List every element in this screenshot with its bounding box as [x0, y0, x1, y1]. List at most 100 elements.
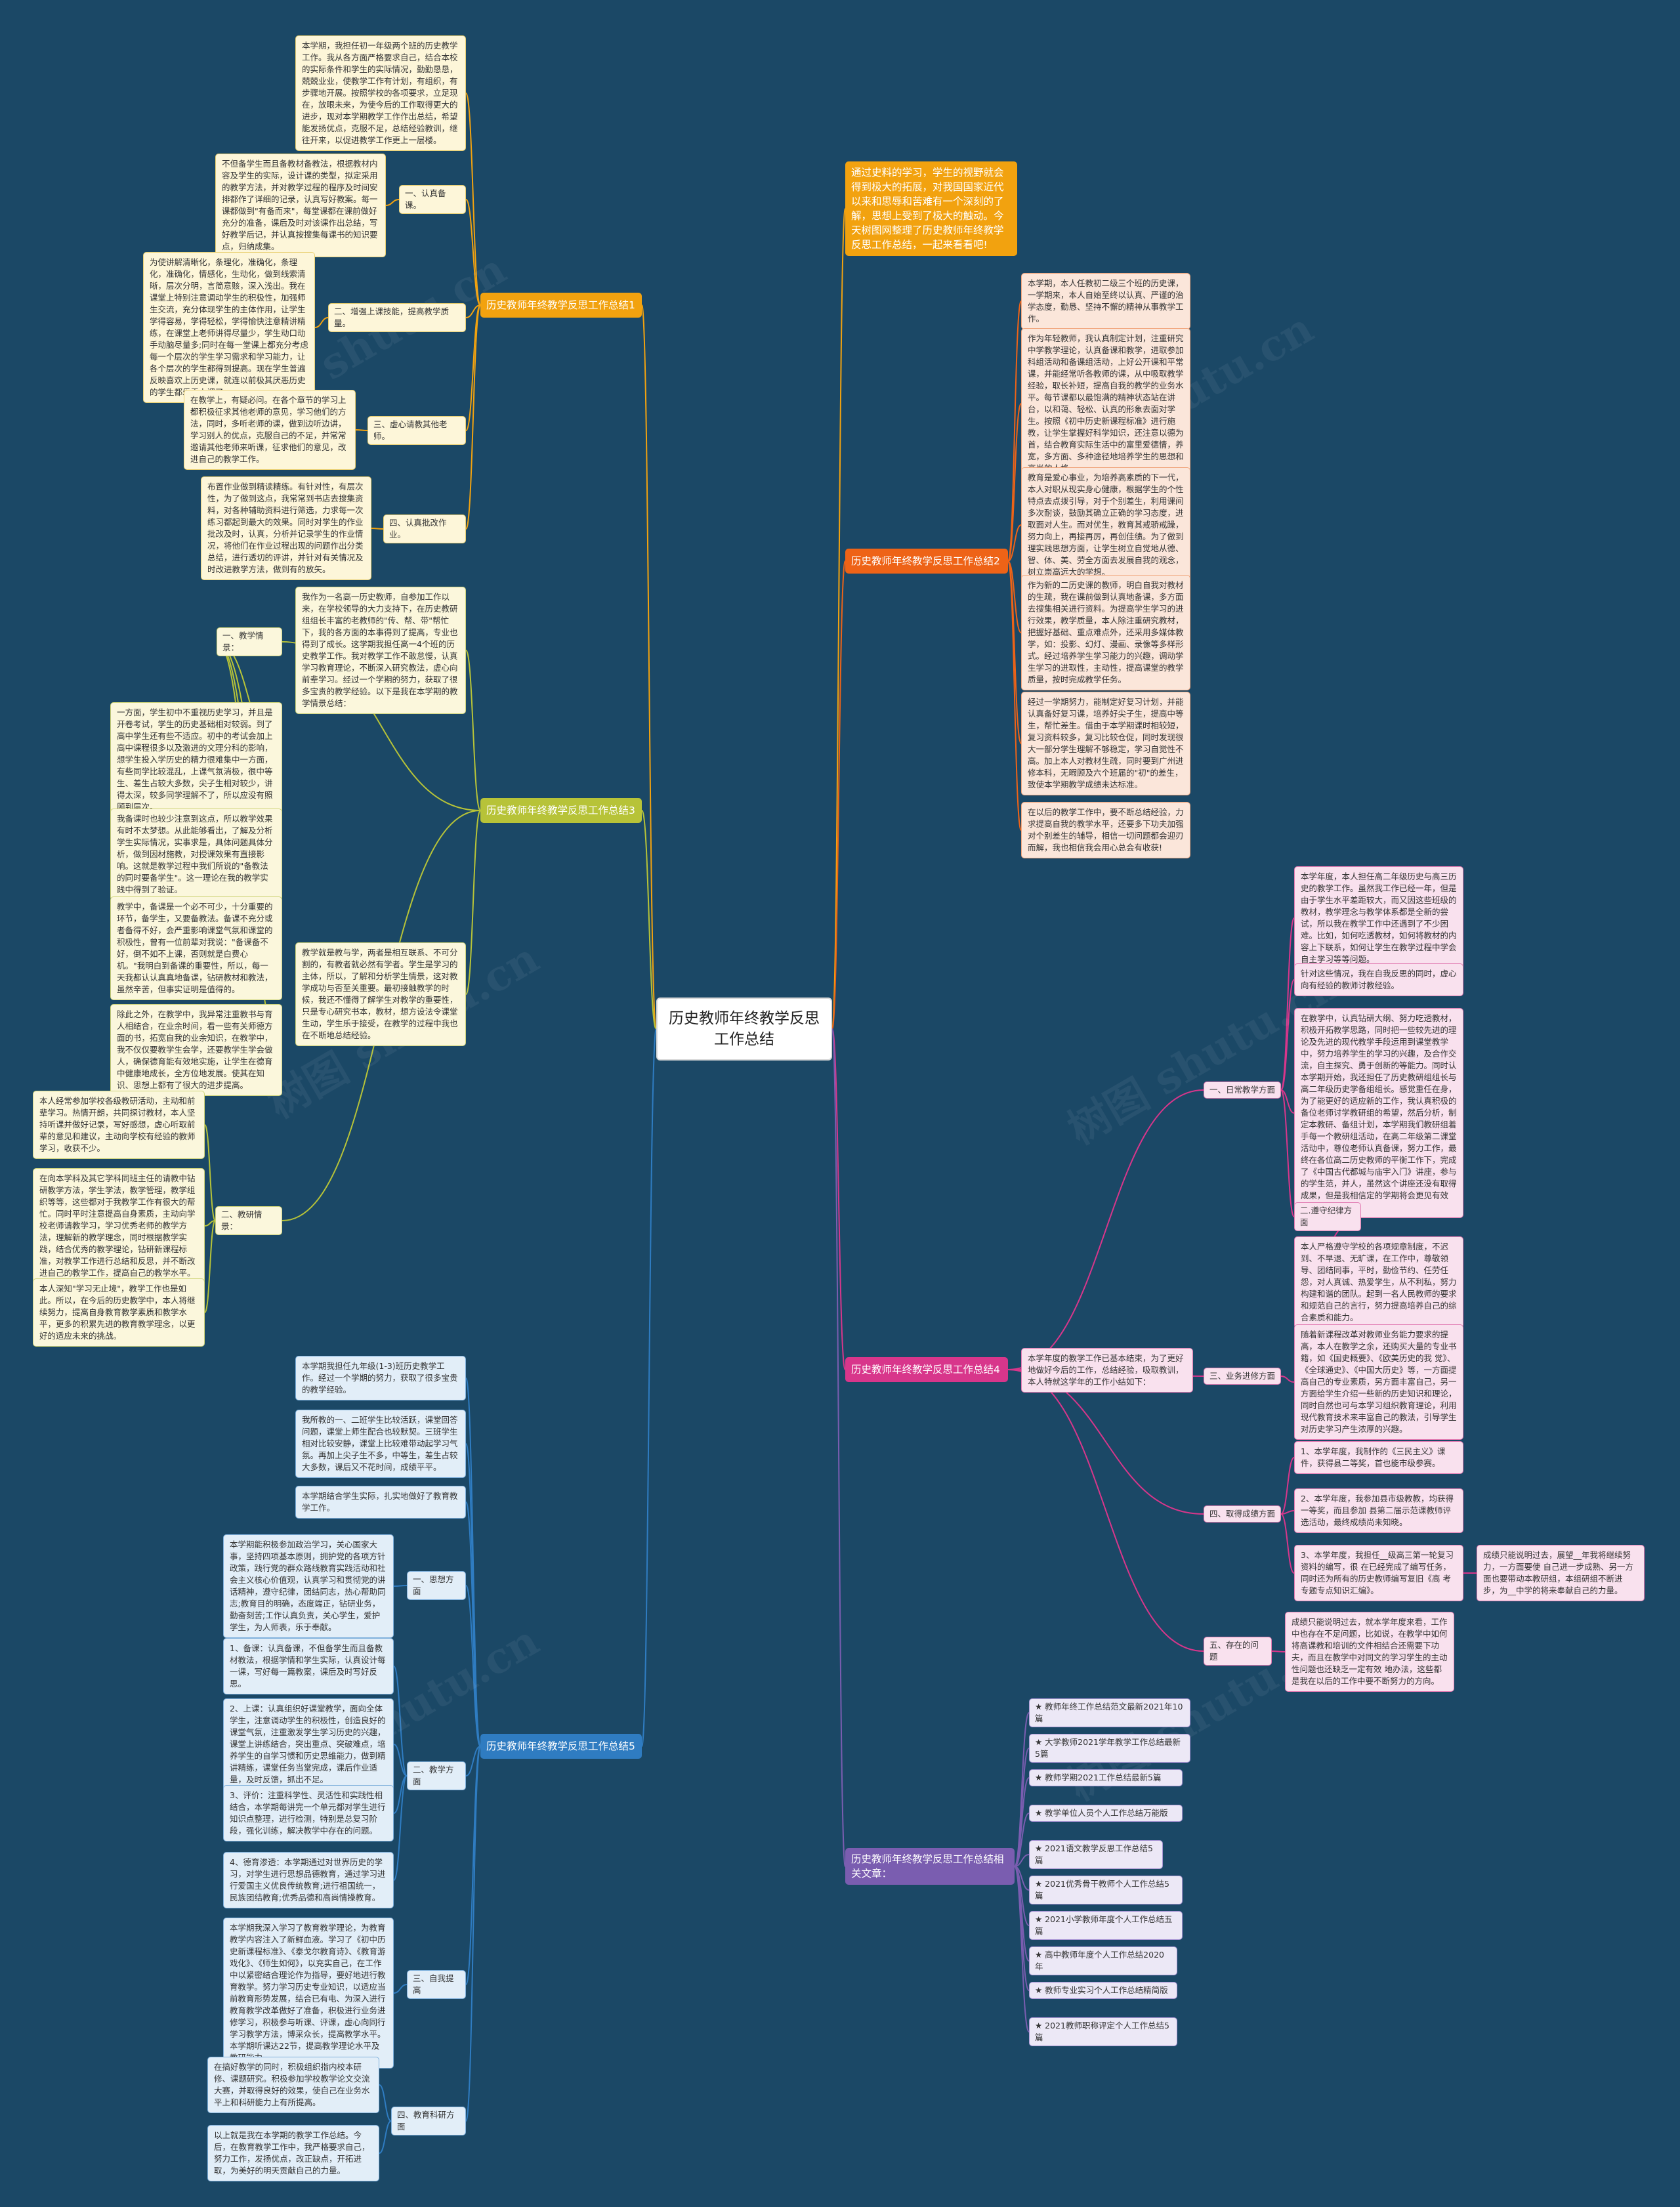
branch1-section-1[interactable]: 一、认真备课。: [399, 185, 466, 214]
connector-line: [641, 305, 657, 1030]
branch4-section-2[interactable]: 二.遵守纪律方面: [1294, 1202, 1361, 1231]
connector-line: [1007, 560, 1022, 831]
connector-line: [393, 1775, 408, 1881]
branch2-para-4: 作为新的二历史课的教师，明白自我对教材的生疏，我在课前做到认真地备课，多方面去搜…: [1021, 575, 1190, 690]
related-article-link[interactable]: ★ 教学单位人员个人工作总结万能版: [1029, 1805, 1183, 1822]
branch-summary-1[interactable]: 历史教师年终教学反思工作总结1: [480, 293, 642, 318]
branch5-thought-text: 本学期能积极参加政治学习，关心国家大事，坚持四项基本原则，拥护党的各项方针政策，…: [223, 1534, 394, 1638]
branch5-section-1[interactable]: 一、思想方面: [407, 1571, 466, 1600]
branch3-research-2: 在向本学科及其它学科同班主任的请教中钻研教学方法，学生学法，教学管理，教学组织等…: [33, 1168, 205, 1284]
related-articles-header[interactable]: 历史教师年终教学反思工作总结相关文章：: [845, 1848, 1015, 1885]
connector-line: [393, 1666, 408, 1776]
connector-line: [1007, 403, 1022, 562]
branch2-para-3: 教育是爱心事业，为培养高素质的下一代，本人对职从现实身心健康，根据学生的个性特点…: [1021, 467, 1190, 583]
branch5-section-4[interactable]: 四、教育科研方面: [391, 2107, 466, 2135]
branch1-intro-text: 本学期，我担任初一年级两个班的历史教学工作。我从各方面严格要求自己，结合本校的实…: [295, 35, 466, 151]
root-topic[interactable]: 历史教师年终教学反思工作总结: [656, 998, 832, 1061]
related-article-link[interactable]: ★ 2021教师职称评定个人工作总结5篇: [1029, 2017, 1177, 2046]
branch1-section-1-text: 不但备学生而且备教材备教法，根据教材内容及学生的实际，设计课的类型，拟定采用的教…: [215, 154, 386, 257]
related-article-link[interactable]: ★ 2021语文教学反思工作总结5篇: [1029, 1840, 1163, 1869]
connector-line: [1007, 560, 1022, 633]
connector-line: [1014, 1866, 1030, 1926]
connector-line: [831, 1028, 846, 1867]
branch5-teaching-2: 2、上课：认真组织好课堂教学，面向全体学生，注意调动学生的积极性，创造良好的课堂…: [223, 1698, 394, 1790]
branch3-para-4: 教学就是教与学，两者是相互联系、不可分割的，有教者就必然有学者。学生是学习的主体…: [295, 942, 466, 1046]
branch1-section-4[interactable]: 四、认真批改作业。: [383, 515, 466, 543]
branch4-study-text: 随着新课程改革对教师业务能力要求的提高，本人在教学之余，还购买大量的专业书籍，如…: [1294, 1324, 1463, 1440]
connector-line: [314, 317, 329, 328]
branch4-daily-1: 本学年度，本人担任高二年级历史与高三历史的教学工作。虽然我工作已经一年，但是由于…: [1294, 866, 1463, 970]
connector-line: [1007, 1089, 1204, 1370]
branch1-section-3-text: 在教学上，有疑必问。在各个章节的学习上都积极征求其他老师的意见，学习他们的方法，…: [184, 390, 356, 470]
branch1-section-2-text: 为使讲解清晰化，条理化，准确化，条理化，准确化，情感化，生动化，做到线索清晰，层…: [143, 252, 315, 403]
branch3-para-2: 我备课时也较少注意到这点，所以教学效果有时不太梦想。从此能够看出，了解及分析学生…: [110, 809, 282, 900]
connector-line: [1280, 1513, 1295, 1574]
related-article-link[interactable]: ★ 教师学期2021工作总结最新5篇: [1029, 1769, 1183, 1786]
related-article-link[interactable]: ★ 教师年终工作总结范文最新2021年10篇: [1029, 1698, 1190, 1727]
connector-line: [831, 208, 846, 1030]
connector-line: [465, 1746, 481, 1776]
branch1-section-3[interactable]: 三、虚心请教其他老师。: [368, 416, 466, 445]
connector-line: [465, 1377, 481, 1747]
connector-line: [379, 2084, 392, 2122]
branch4-problems-text: 成绩只能说明过去，就本学年度来看，工作中也存在不足问题，比如说，在教学中如何将高…: [1285, 1612, 1454, 1692]
connector-line: [1280, 979, 1295, 1091]
branch5-research-1: 在搞好教学的同时，积极组织指内校本研修、课题研究。积极参加学校教学论文交流大赛，…: [207, 2057, 379, 2113]
branch4-section-3[interactable]: 三、业务进修方面: [1204, 1368, 1281, 1385]
branch5-class-text: 我所教的一、二班学生比较活跃，课堂回答问题，课堂上师生配合也较默契。三班学生相对…: [295, 1410, 466, 1478]
connector-line: [465, 199, 481, 306]
connector-line: [204, 1220, 216, 1227]
intro-note[interactable]: 通过史料的学习，学生的视野就会得到极大的拓展，对我国国家近代以来和思辱和苦难有一…: [845, 161, 1017, 256]
connector-line: [465, 1585, 481, 1747]
branch3-research-1: 本人经常参加学校各级教研活动，主动和前辈学习。热情开朗，共同探讨教材，本人坚持听…: [33, 1091, 205, 1159]
branch4-achieve-2: 2、本学年度，我参加县市级教教，均获得一等奖，而且参加 县第二届示范课教师评选活…: [1294, 1488, 1463, 1533]
connector-line: [831, 560, 846, 1030]
connector-line: [1014, 1854, 1030, 1867]
connector-line: [1014, 1777, 1030, 1867]
branch4-section-4[interactable]: 四、取得成绩方面: [1204, 1505, 1281, 1523]
connector-line: [465, 305, 481, 530]
branch3-intro-text: 我作为一名高一历史教师，自参加工作以来，在学校领导的大力支持下，在历史教研组组长…: [295, 587, 466, 714]
branch4-achieve-3: 3、本学年度，我担任__级高三第一轮复习资料的编写，很 在已经完成了编写任务，同…: [1294, 1545, 1463, 1601]
connector-line: [1271, 1650, 1286, 1652]
connector-line: [371, 528, 384, 530]
related-article-link[interactable]: ★ 2021小学教师年度个人工作总结五篇: [1029, 1911, 1183, 1940]
connector-line: [393, 1744, 408, 1776]
connector-line: [465, 1443, 481, 1747]
connector-line: [393, 1984, 408, 1994]
connector-line: [465, 810, 481, 995]
related-article-link[interactable]: ★ 2021优秀骨干教师个人工作总结5篇: [1029, 1876, 1183, 1904]
related-article-link[interactable]: ★ 教师专业实习个人工作总结精简版: [1029, 1982, 1177, 1999]
branch5-teaching-4: 4、德育渗透：本学期通过对世界历史的学习，对学生进行思想品德教育，通过学习进行爱…: [223, 1852, 394, 1908]
branch4-section-1[interactable]: 一、日常教学方面: [1204, 1082, 1281, 1099]
branch4-section-5[interactable]: 五、存在的问题: [1204, 1637, 1272, 1666]
branch5-section-2[interactable]: 二、教学方面: [407, 1761, 466, 1790]
connector-line: [1014, 1866, 1030, 1891]
branch4-intro-text: 本学年度的教学工作已基本结束，为了更好地做好今后的工作，总结经验，吸取教训，本人…: [1021, 1348, 1193, 1393]
branch5-teaching-1: 1、备课：认真备课，不但备学生而且备教材教法，根据学情和学生实际，认真设计每一课…: [223, 1638, 394, 1694]
connector-line: [465, 1746, 481, 1985]
branch5-teaching-3: 3、评价：注重科学性、灵活性和实践性相结合，本学期每讲完一个单元都对学生进行知识…: [223, 1785, 394, 1841]
connector-line: [1014, 1712, 1030, 1867]
branch-summary-3[interactable]: 历史教师年终教学反思工作总结3: [480, 798, 642, 823]
branch5-section-3[interactable]: 三、自我提高: [407, 1970, 466, 1999]
related-article-link[interactable]: ★ 高中教师年度个人工作总结2020年: [1029, 1946, 1177, 1975]
branch1-section-2[interactable]: 二、增强上课技能，提高教学质量。: [328, 303, 466, 332]
branch4-achieve-4: 成绩只能说明过去，展望__年我将继续努力，一方面要使 自己进一步成熟、另一方面也…: [1477, 1545, 1645, 1601]
connector-line: [831, 1028, 846, 1370]
branch-summary-4[interactable]: 历史教师年终教学反思工作总结4: [845, 1357, 1008, 1382]
branch2-para-5: 经过一学期努力，能制定好复习计划，并能认真备好复习课，培养好尖子生，提高中等生，…: [1021, 692, 1190, 795]
related-article-link[interactable]: ★ 大学教师2021学年教学工作总结最新5篇: [1029, 1734, 1190, 1763]
connector-line: [393, 1775, 408, 1814]
branch3-section-2[interactable]: 二、教研情景：: [215, 1206, 282, 1235]
branch4-achieve-1: 1、本学年度，我制作的《三民主义》课件，获得县二等奖，首也能市级参赛。: [1294, 1441, 1463, 1474]
connector-line: [1014, 1866, 1030, 1991]
connector-line: [1280, 1089, 1295, 1217]
branch4-discipline-text: 本人严格遵守学校的各项规章制度，不迟到、不早退、无旷课，在工作中，尊敬领导、团结…: [1294, 1236, 1463, 1328]
branch-summary-5[interactable]: 历史教师年终教学反思工作总结5: [480, 1734, 642, 1759]
branch-summary-2[interactable]: 历史教师年终教学反思工作总结2: [845, 549, 1008, 574]
connector-line: [1280, 1376, 1295, 1383]
connector-line: [204, 1220, 216, 1313]
branch3-section-1[interactable]: 一、教学情景：: [217, 627, 282, 656]
connector-line: [1007, 524, 1022, 562]
